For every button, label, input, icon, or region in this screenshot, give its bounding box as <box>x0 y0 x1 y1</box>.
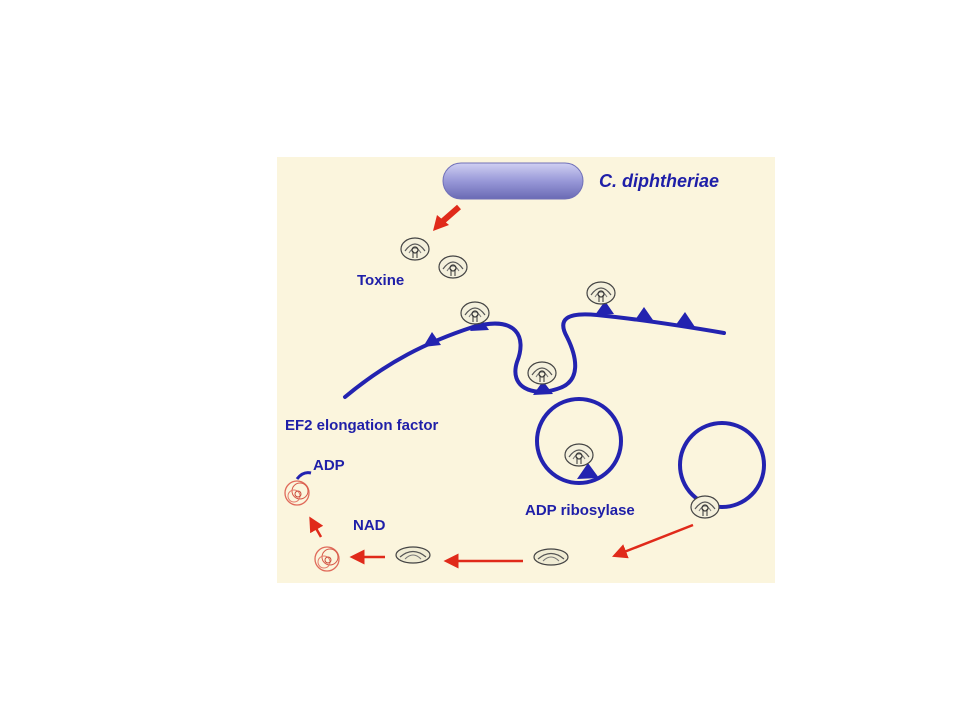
toxin-molecule-icon <box>460 301 490 325</box>
toxin-molecule-icon <box>564 443 594 467</box>
ribose-cluster-icon <box>314 546 340 572</box>
diagram-panel: C. diphtheriae Toxine EF2 elongation fac… <box>277 157 775 583</box>
toxin-molecule-icon <box>690 495 720 519</box>
adp-label: ADP <box>313 457 345 474</box>
toxin-molecule-icon <box>395 546 431 564</box>
toxin-molecule-icon <box>400 237 430 261</box>
enzyme-label: ADP ribosylase <box>525 502 635 519</box>
bacterium-capsule-icon <box>442 162 584 200</box>
bacterium-label: C. diphtheriae <box>599 171 720 191</box>
diagram-canvas <box>284 162 766 572</box>
toxin-molecule-icon <box>438 255 468 279</box>
binding-site-icon <box>423 332 441 347</box>
toxin-release-arrowhead-icon <box>433 215 449 231</box>
toxin-molecule-icon <box>527 361 557 385</box>
reaction-arrow-icon <box>309 516 324 538</box>
binding-site-icon <box>533 381 553 395</box>
toxin-label: Toxine <box>357 272 405 289</box>
binding-site-icon <box>675 312 695 327</box>
ef2-strand-icon <box>343 312 726 399</box>
ribose-cluster-icon <box>284 480 310 506</box>
toxin-release-arrow-icon <box>441 204 461 224</box>
adp-link-icon <box>295 471 312 480</box>
ef2-label: EF2 elongation factor <box>285 417 439 434</box>
ef2-loop-icon <box>535 397 623 485</box>
toxin-molecule-icon <box>586 281 616 305</box>
toxin-molecule-icon <box>533 548 569 566</box>
nad-label: NAD <box>353 517 386 534</box>
binding-site-icon <box>577 463 599 479</box>
binding-site-icon <box>595 301 614 315</box>
binding-site-icon <box>635 307 653 320</box>
reaction-arrow-icon <box>612 523 694 559</box>
ef2-loop-icon <box>678 421 766 509</box>
